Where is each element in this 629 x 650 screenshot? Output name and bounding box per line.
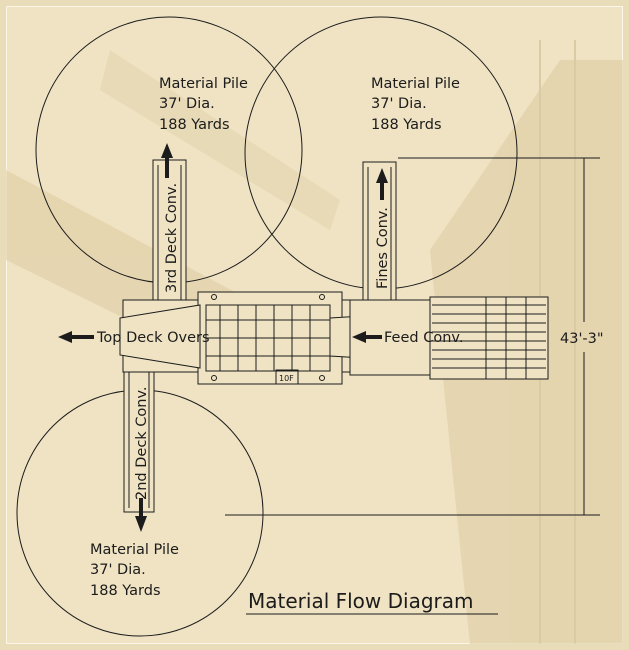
dimension-line: [225, 157, 600, 516]
screen-plant: [119, 291, 359, 385]
feed-arrow-icon: [352, 331, 382, 343]
svg-text:37' Dia.: 37' Dia.: [90, 562, 146, 578]
top-deck-overs-arrow-icon: [58, 331, 94, 343]
svg-text:37' Dia.: 37' Dia.: [159, 96, 215, 112]
feed-hopper: [429, 296, 549, 380]
second-deck-conveyor-label: 2nd Deck Conv.: [134, 386, 150, 500]
svg-text:Material Pile: Material Pile: [371, 76, 460, 92]
second-deck-conveyor: [123, 371, 155, 513]
svg-text:37' Dia.: 37' Dia.: [371, 96, 427, 112]
svg-text:188 Yards: 188 Yards: [159, 117, 230, 133]
svg-text:188 Yards: 188 Yards: [90, 583, 161, 599]
pile-bottom-left-label: Material Pile 37' Dia. 188 Yards: [90, 542, 179, 599]
diagram-title: Material Flow Diagram: [248, 589, 474, 613]
dimension-label: 43'-3": [560, 331, 604, 347]
svg-text:188 Yards: 188 Yards: [371, 117, 442, 133]
svg-text:Material Pile: Material Pile: [90, 542, 179, 558]
third-deck-conveyor-label: 3rd Deck Conv.: [164, 183, 180, 293]
fines-arrow-icon: [376, 168, 388, 200]
pile-top-right-label: Material Pile 37' Dia. 188 Yards: [371, 76, 460, 133]
plate-label: 10F: [279, 374, 294, 383]
third-deck-conveyor: [152, 159, 187, 301]
fines-conveyor-label: Fines Conv.: [375, 207, 391, 289]
feed-conveyor-label: Feed Conv.: [384, 330, 463, 346]
pile-top-left-label: Material Pile 37' Dia. 188 Yards: [159, 76, 248, 133]
svg-text:Material Pile: Material Pile: [159, 76, 248, 92]
third-deck-arrow-icon: [161, 143, 173, 178]
top-deck-overs-label: Top Deck Overs: [96, 330, 210, 346]
fines-conveyor: [362, 161, 397, 301]
second-deck-arrow-icon: [135, 498, 147, 532]
